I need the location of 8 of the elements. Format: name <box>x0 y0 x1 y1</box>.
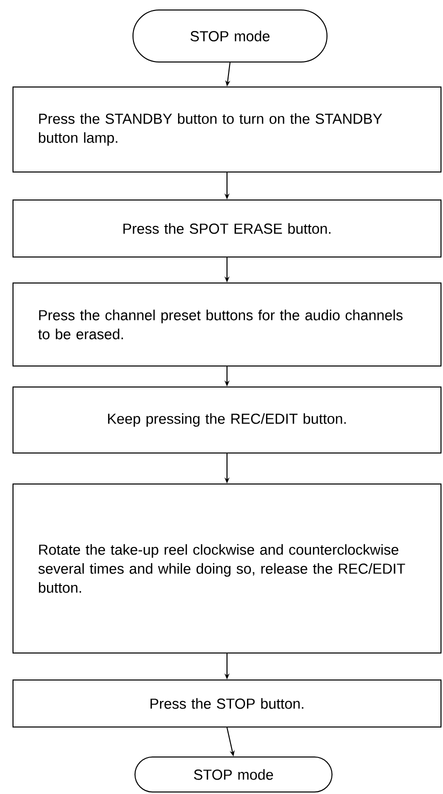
process-box: Press the channel preset buttons for the audio channels to be erased. <box>12 282 442 366</box>
terminal-box: STOP mode <box>132 10 328 62</box>
terminal-box: STOP mode <box>134 756 332 792</box>
process-box: Press the SPOT ERASE button. <box>12 200 442 258</box>
process-box: Rotate the take-up reel clockwise and counterclockwise several times and while doing so, release the REC/EDIT button. <box>12 484 442 654</box>
process-box: Keep pressing the REC/EDIT button. <box>12 386 442 454</box>
process-box: Press the STANDBY button to turn on the STANDBY button lamp. <box>12 86 442 172</box>
process-box: Press the STOP button. <box>12 680 442 728</box>
